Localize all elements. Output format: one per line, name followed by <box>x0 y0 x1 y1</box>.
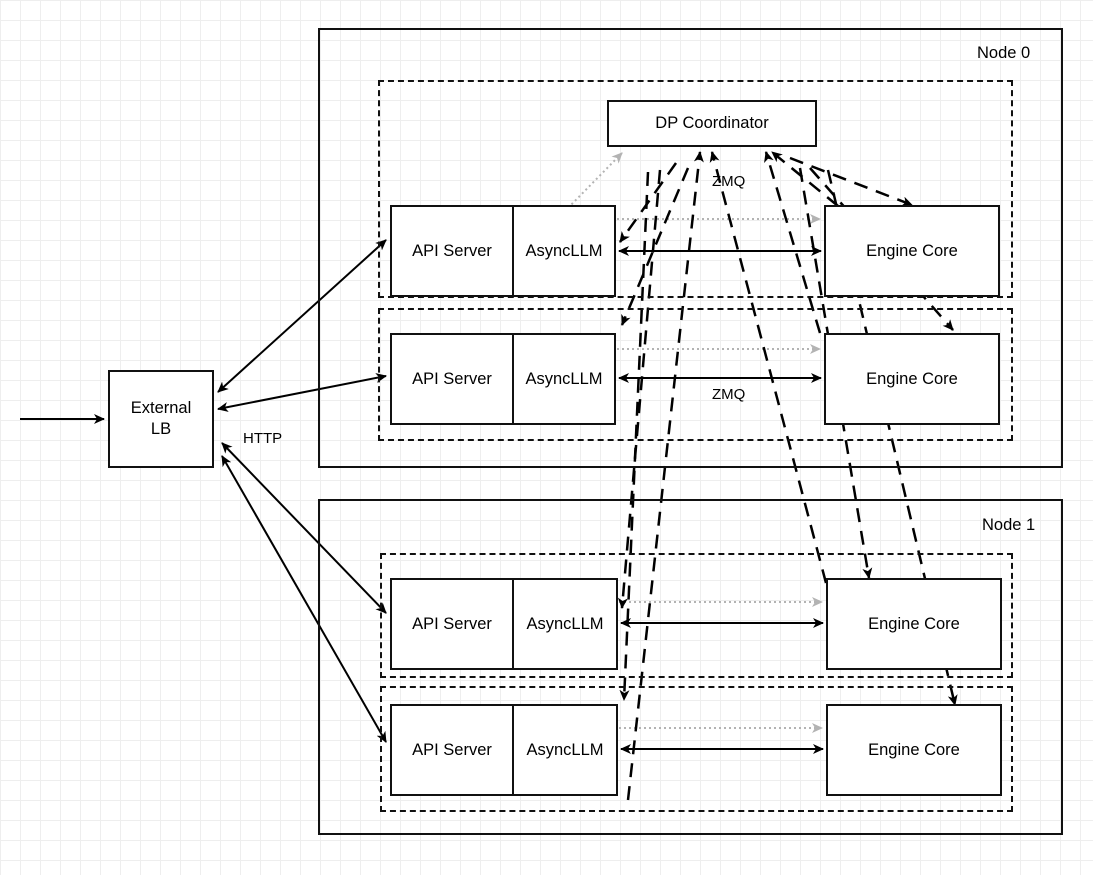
node-1-group-0-engine-core-box[interactable]: Engine Core <box>826 578 1002 670</box>
node-0-label: Node 0 <box>977 44 1031 62</box>
node-1-group-0 <box>380 553 1013 678</box>
http-label: HTTP <box>243 430 283 447</box>
external-lb-label-line1: External <box>130 399 192 418</box>
zmq-label-node-0-group-1: ZMQ <box>712 386 746 403</box>
node-0-group-1-engine-core-box[interactable]: Engine Core <box>824 333 1000 425</box>
api-server-label: API Server <box>392 580 514 668</box>
node-0-container <box>318 28 1063 468</box>
node-1-group-1 <box>380 686 1013 812</box>
node-0-group-0-api-server-box[interactable]: API Server AsyncLLM <box>390 205 616 297</box>
node-0-group-0-engine-core-box[interactable]: Engine Core <box>824 205 1000 297</box>
async-llm-label: AsyncLLM <box>525 241 603 260</box>
engine-core-label: Engine Core <box>868 614 960 633</box>
async-llm-label: AsyncLLM <box>526 740 604 759</box>
external-lb-label-line2: LB <box>150 420 172 438</box>
engine-core-label: Engine Core <box>866 369 958 388</box>
node-1-label: Node 1 <box>982 516 1036 534</box>
api-server-label: API Server <box>392 207 514 295</box>
api-server-label: API Server <box>392 706 514 794</box>
api-server-label: API Server <box>392 335 514 423</box>
node-1-group-1-engine-core-box[interactable]: Engine Core <box>826 704 1002 796</box>
engine-core-label: Engine Core <box>866 241 958 260</box>
async-llm-label: AsyncLLM <box>526 614 604 633</box>
engine-core-label: Engine Core <box>868 740 960 759</box>
node-1-container <box>318 499 1063 835</box>
dp-coordinator-label: DP Coordinator <box>655 114 769 133</box>
node-0-group-1 <box>378 308 1013 441</box>
dp-coordinator-box[interactable]: DP Coordinator <box>607 100 817 147</box>
node-0-group-0 <box>378 80 1013 298</box>
async-llm-label: AsyncLLM <box>525 369 603 388</box>
node-1-group-1-api-server-box[interactable]: API Server AsyncLLM <box>390 704 618 796</box>
zmq-label-coordinator: ZMQ <box>712 173 746 190</box>
node-1-group-0-api-server-box[interactable]: API Server AsyncLLM <box>390 578 618 670</box>
node-0-group-1-api-server-box[interactable]: API Server AsyncLLM <box>390 333 616 425</box>
external-lb-box[interactable]: External LB <box>108 370 214 468</box>
